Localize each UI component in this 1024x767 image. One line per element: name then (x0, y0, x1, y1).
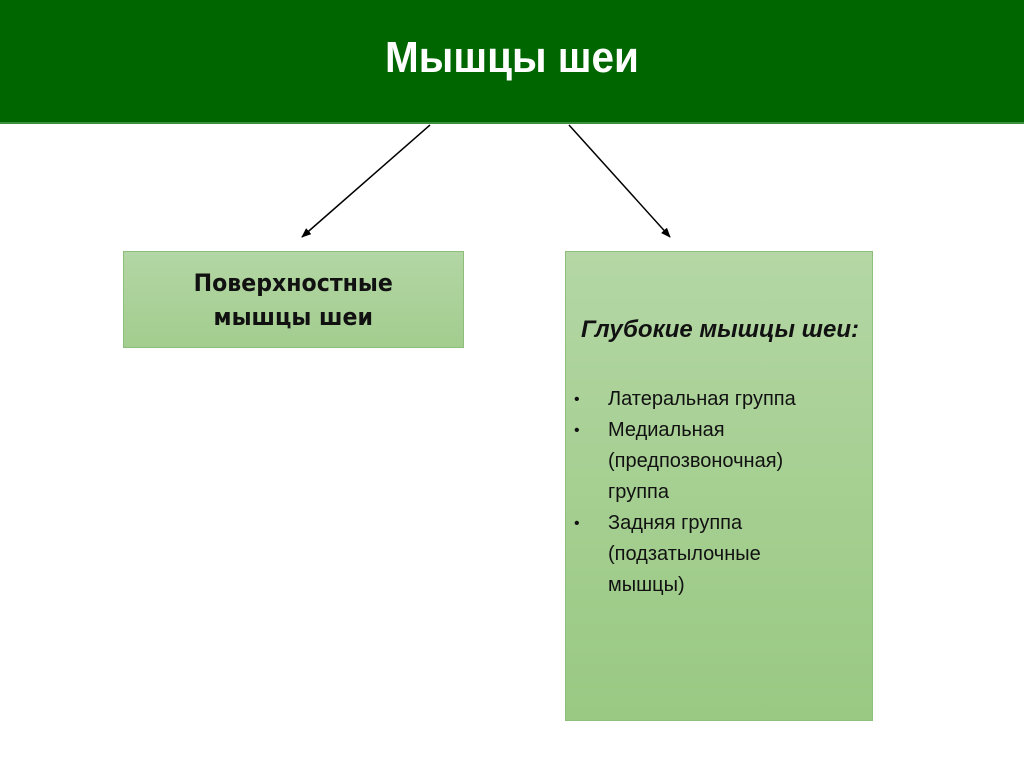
list-item: • Задняя группа (подзатылочные мышцы) (574, 508, 874, 601)
list-item-label: Задняя группа (подзатылочные мышцы) (608, 512, 761, 596)
page-title: Мышцы шеи (385, 33, 639, 82)
deep-muscles-title: Глубокие мышцы шеи: (580, 316, 860, 343)
deep-muscles-list: • Латеральная группа • Медиальная (предп… (574, 384, 874, 601)
bullet-icon: • (574, 422, 580, 439)
bullet-icon: • (574, 515, 580, 532)
superficial-muscles-label: Поверхностные мышцы шеи (193, 268, 394, 331)
header-bar: Мышцы шеи (0, 0, 1024, 124)
arrow-to-superficial (301, 124, 431, 238)
list-item-label: Латеральная группа (608, 388, 796, 410)
superficial-muscles-box: Поверхностные мышцы шеи (123, 251, 464, 348)
list-item-label: Медиальная (предпозвоночная) группа (608, 419, 784, 503)
list-item: • Медиальная (предпозвоночная) группа (574, 415, 874, 508)
deep-muscles-box: Глубокие мышцы шеи: • Латеральная группа… (565, 251, 873, 721)
bullet-icon: • (574, 391, 580, 408)
list-item: • Латеральная группа (574, 384, 874, 415)
arrow-to-deep (568, 124, 671, 238)
